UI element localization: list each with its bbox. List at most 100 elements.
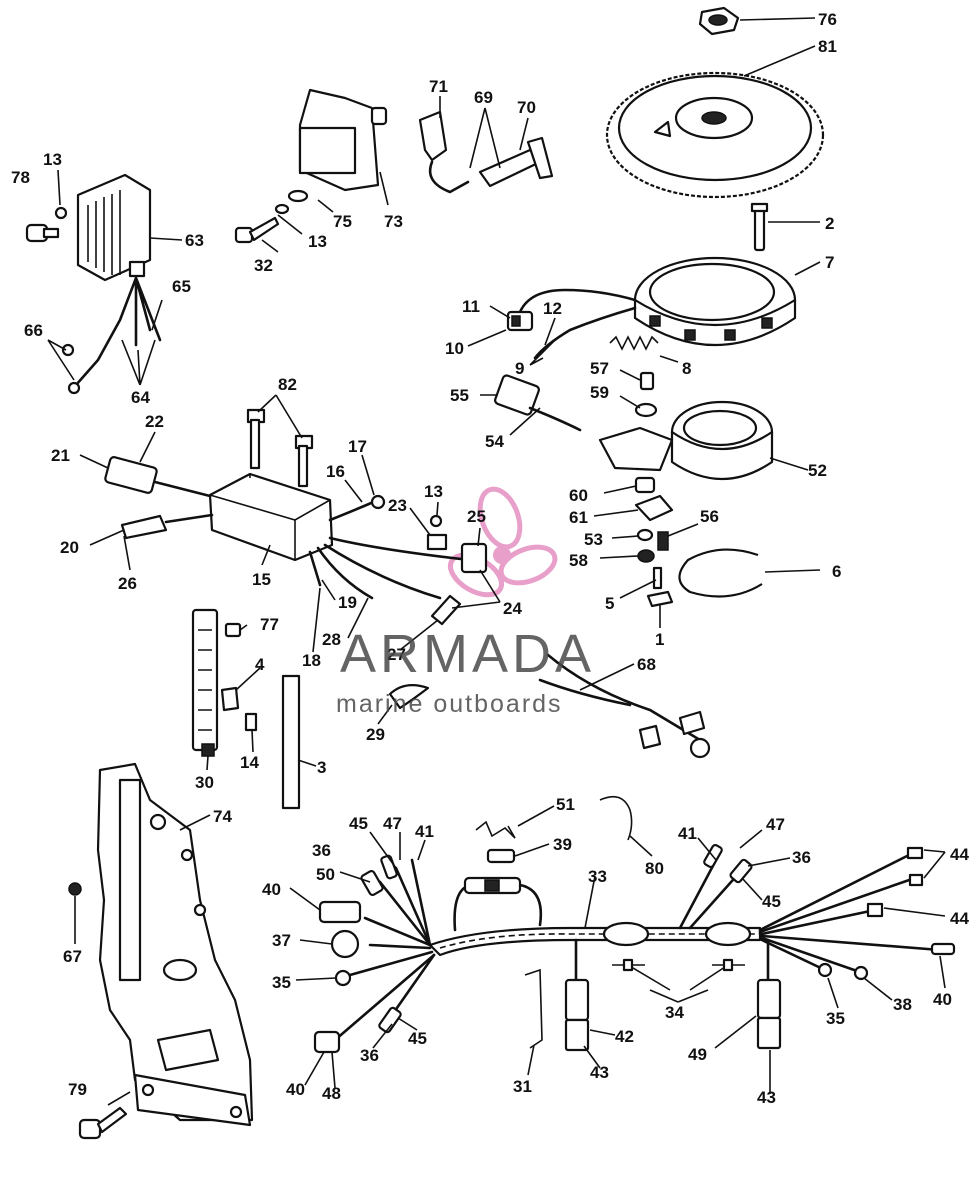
callout-45-left: 45 (349, 814, 368, 833)
callout-55: 55 (450, 386, 469, 405)
callout-25: 25 (467, 507, 486, 526)
callout-36-right: 36 (792, 848, 811, 867)
harness-lead-40-right (760, 934, 942, 952)
callout-57: 57 (590, 359, 609, 378)
rectifier-leads (74, 276, 162, 387)
spring-56 (657, 531, 669, 551)
plug-42 (564, 978, 590, 1022)
tube-3 (281, 674, 301, 810)
callout-60: 60 (569, 486, 588, 505)
harness-lead-41-right (678, 860, 717, 930)
pack-wire-16 (328, 498, 380, 522)
screw-2 (750, 202, 769, 252)
callout-44-top: 44 (950, 845, 969, 864)
callout-67: 67 (63, 947, 82, 966)
terminal-44-mid (908, 873, 924, 887)
washer-53 (636, 528, 654, 542)
rectifier-terminal (67, 381, 81, 395)
connector-50 (318, 900, 362, 924)
stator-wire-2 (533, 306, 637, 360)
fuse-39 (486, 848, 516, 864)
clamp-29 (388, 683, 430, 710)
pack-wire-19 (308, 550, 322, 587)
ring-terminal-35-left (334, 969, 352, 987)
harness-lead-36-right (688, 870, 742, 930)
rectifier (76, 173, 152, 282)
callout-78: 78 (11, 168, 30, 187)
connector-55 (494, 374, 582, 432)
harness-lead-44-low (760, 908, 877, 936)
callout-35-left: 35 (272, 973, 291, 992)
clip-23 (426, 533, 448, 551)
callout-49: 49 (688, 1045, 707, 1064)
ignition-coil (298, 88, 388, 192)
harness-lead-41 (410, 858, 432, 947)
connector-40-right (930, 942, 956, 956)
harness-lead-44-mid (758, 876, 917, 934)
callout-68: 68 (637, 655, 656, 674)
callout-52: 52 (808, 461, 827, 480)
ring-terminal-38 (853, 965, 869, 981)
harness-lead-45 (394, 866, 432, 947)
screw-14 (244, 712, 258, 732)
connector-45-bottom (378, 1006, 402, 1034)
screw-82-right (294, 434, 314, 488)
nut-58 (637, 549, 655, 563)
callout-labels: 76 81 71 69 70 13 78 63 75 73 13 32 2 7 … (11, 10, 969, 1107)
callout-80: 80 (645, 859, 664, 878)
callout-76: 76 (818, 10, 837, 29)
callout-42: 42 (615, 1027, 634, 1046)
callout-7: 7 (825, 253, 834, 272)
pack-wire-24b (323, 543, 442, 600)
callout-14: 14 (240, 753, 259, 772)
harness-connector (453, 876, 543, 932)
bracket-61 (634, 494, 674, 522)
callout-47-left: 47 (383, 814, 402, 833)
callout-13-rectifier: 13 (43, 150, 62, 169)
screw-82-left (246, 408, 266, 470)
callout-69: 69 (474, 88, 493, 107)
callout-73: 73 (384, 212, 403, 231)
callout-32: 32 (254, 256, 273, 275)
connector-10 (506, 310, 534, 332)
screw-57 (639, 371, 655, 391)
callout-44-low: 44 (950, 909, 969, 928)
callout-37: 37 (272, 931, 291, 950)
callout-58: 58 (569, 551, 588, 570)
screw-77 (224, 622, 242, 638)
callout-64: 64 (131, 388, 150, 407)
watermark: ARMADA marine outboards (336, 624, 595, 718)
bushing-60 (634, 476, 656, 494)
callout-48: 48 (322, 1084, 341, 1103)
terminal-20 (120, 513, 214, 540)
callout-40-left: 40 (262, 880, 281, 899)
watermark-propeller-logo (447, 486, 558, 598)
callout-63: 63 (185, 231, 204, 250)
callout-27: 27 (387, 645, 406, 664)
callout-31: 31 (513, 1077, 532, 1096)
spark-plug-boot-71 (418, 110, 448, 162)
harness-lead-44-top (758, 850, 917, 932)
connector-36-right (729, 858, 753, 884)
harness-lead-35 (348, 950, 434, 977)
tie-34-right (722, 958, 734, 972)
callout-43-center: 43 (590, 1063, 609, 1082)
clip-51 (475, 820, 516, 839)
callout-36-top: 36 (312, 841, 331, 860)
terminal-44-low (866, 902, 884, 918)
harness-lead-36 (378, 880, 432, 947)
clip-1 (646, 590, 674, 608)
screw-78 (25, 223, 60, 243)
callout-65: 65 (172, 277, 191, 296)
callout-53: 53 (584, 530, 603, 549)
watermark-brand: ARMADA (340, 624, 595, 684)
spark-plug-lead-69 (428, 160, 470, 194)
callout-6: 6 (832, 562, 841, 581)
washer-13-top-left (54, 206, 68, 220)
flywheel-nut (698, 6, 740, 36)
callout-79: 79 (68, 1080, 87, 1099)
callout-41-right: 41 (678, 824, 697, 843)
leader-lines (47, 17, 946, 1106)
screw-5 (652, 566, 663, 590)
callout-11: 11 (462, 297, 480, 316)
